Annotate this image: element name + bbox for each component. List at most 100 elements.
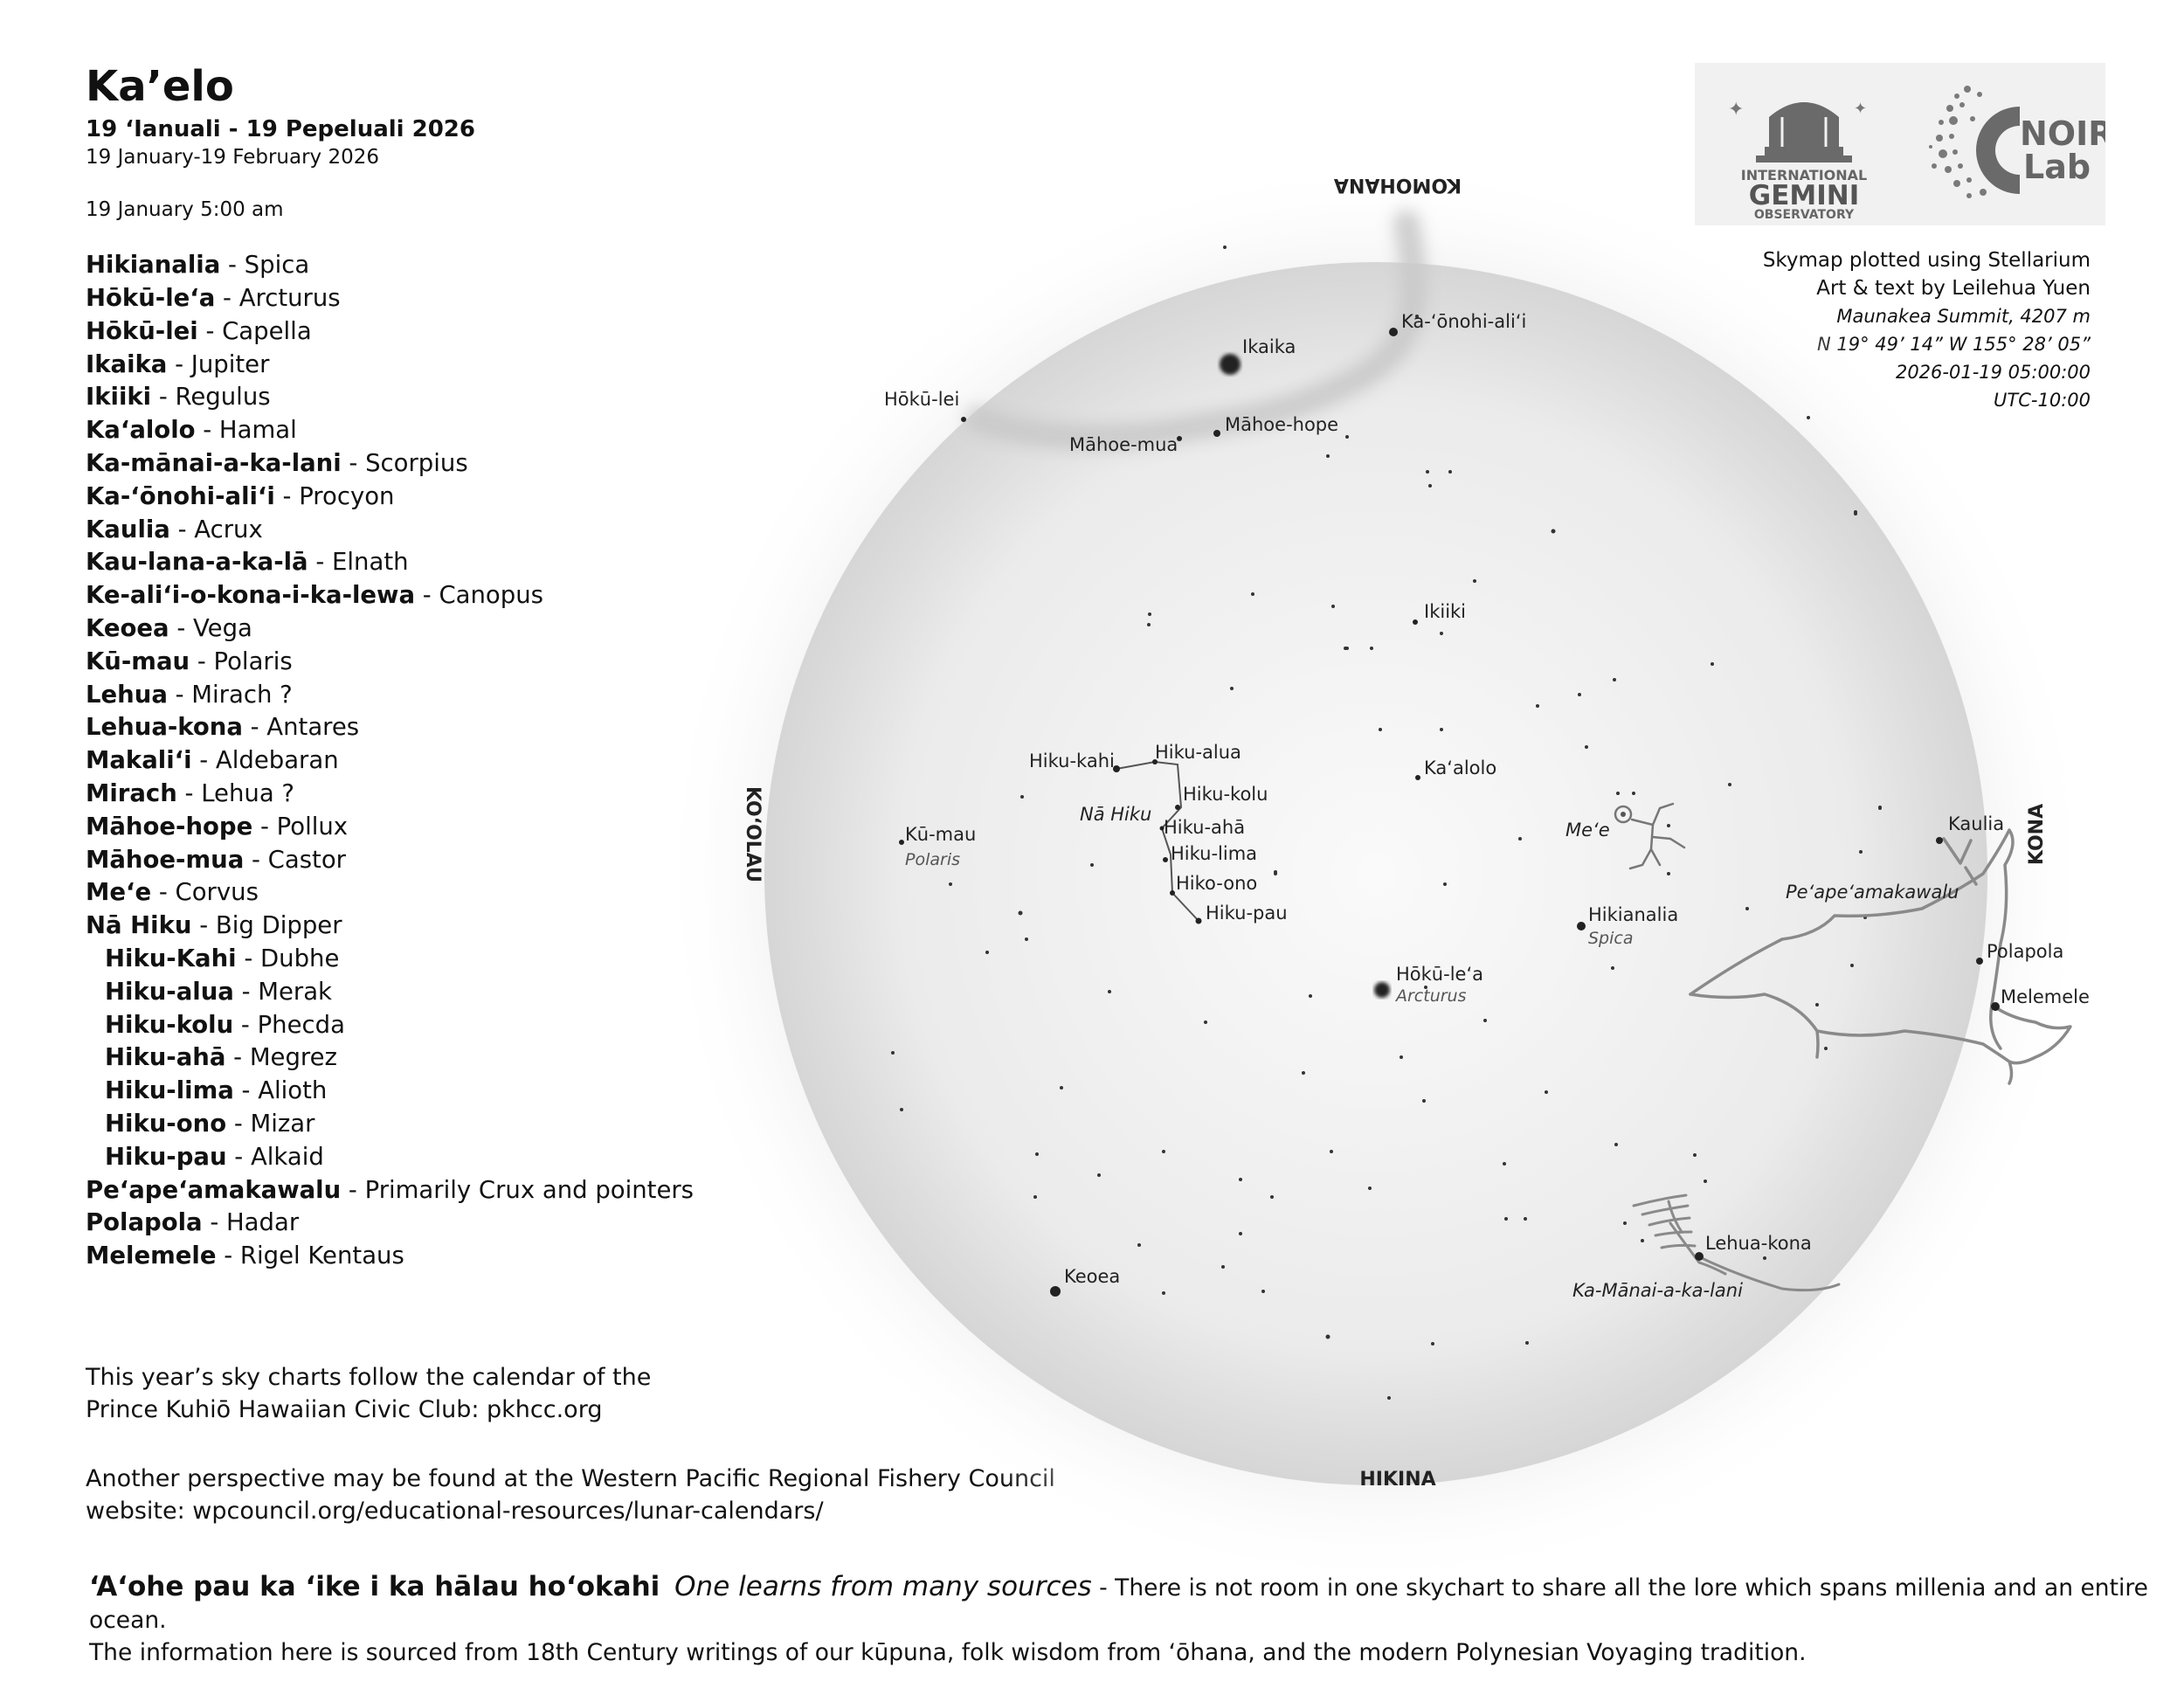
legend-row: Hiku-lima - Alioth — [105, 1076, 328, 1105]
label-hikupau: Hiku-pau — [1206, 903, 1288, 924]
legend-row: Ikiiki - Regulus — [86, 383, 271, 412]
star-melemele — [1991, 1002, 2000, 1011]
page-title: Ka’elo — [86, 62, 234, 111]
label-ikaika: Ikaika — [1242, 336, 1296, 357]
legend-row: Māhoe-hope - Pollux — [86, 812, 349, 841]
star-ikiiki — [1413, 619, 1418, 625]
label-kumau: Kū-mau — [905, 824, 976, 845]
named-stars — [899, 328, 2000, 1297]
label-hikukahi: Hiku-kahi — [1029, 751, 1115, 771]
credit-location: Maunakea Summit, 4207 m — [1836, 306, 2091, 327]
label-hikulima: Hiku-lima — [1171, 843, 1257, 864]
label-arcturus: Arcturus — [1394, 986, 1467, 1006]
label-hikoono: Hiko-ono — [1176, 873, 1257, 894]
label-keoea: Keoea — [1064, 1266, 1120, 1287]
star-mahoemua — [1177, 436, 1182, 441]
peapeamakawalu-figure — [1689, 828, 2072, 1085]
legend-row: Ka‘alolo - Hamal — [86, 416, 297, 445]
dot-swirl-icon — [1929, 86, 1987, 198]
sky-disk — [764, 262, 1987, 1485]
label-kaulia: Kaulia — [1948, 813, 2004, 834]
star-keoea — [1050, 1286, 1061, 1297]
star-hokulea — [1374, 982, 1390, 998]
label-polaris: Polaris — [905, 850, 960, 869]
label-spica: Spica — [1588, 929, 1634, 948]
star-hikuono — [1170, 890, 1175, 896]
footer: ‘A‘ohe pau ka ‘ike i ka hālau ho‘okahi O… — [89, 1571, 2151, 1669]
legend-row: Pe‘ape‘amakawalu - Primarily Crux and po… — [86, 1175, 694, 1204]
legend-row: Me‘e - Corvus — [86, 878, 259, 907]
legend-row: Hiku-ahā - Megrez — [105, 1043, 337, 1072]
star-name-legend: Hikianalia - Spica Hōkū-le‘a - Arcturus … — [86, 249, 854, 1273]
label-kaalolo: Ka‘alolo — [1424, 758, 1496, 778]
legend-row: Kū-mau - Polaris — [86, 647, 293, 675]
star-hokulei — [961, 417, 966, 422]
legend-row: Ikaika - Jupiter — [86, 349, 270, 378]
legend-row: Makali‘i - Aldebaran — [86, 746, 339, 775]
star-hikulima — [1163, 857, 1168, 862]
label-melemele: Melemele — [2001, 986, 2090, 1007]
legend-row: Hiku-alua - Merak — [105, 977, 332, 1006]
legend-row: Hōkū-le‘a - Arcturus — [86, 283, 341, 312]
label-ikiiki: Ikiiki — [1424, 601, 1466, 622]
field-stars — [891, 246, 1882, 1400]
legend-row: Melemele - Rigel Kentaus — [86, 1242, 404, 1270]
milky-way-band — [965, 210, 1427, 451]
label-hikuaha: Hiku-ahā — [1164, 817, 1245, 838]
sparkle-icon: ✦ — [1854, 100, 1867, 118]
noirlab-logo: NOIR Lab — [1929, 86, 2114, 198]
label-peapeamakawalu: Pe‘ape‘amakawalu — [1786, 882, 1959, 903]
star-kaulia — [1936, 837, 1943, 844]
proverb: ‘A‘ohe pau ka ‘ike i ka hālau ho‘okahi — [89, 1571, 660, 1602]
label-nahiku: Nā Hiku — [1080, 804, 1151, 825]
legend-row: Kau-lana-a-ka-lā - Elnath — [86, 548, 409, 577]
star-mahoehope — [1213, 430, 1220, 437]
observatory-dome-icon — [1769, 102, 1839, 149]
label-hokulea: Hōkū-le‘a — [1396, 964, 1483, 985]
mee-figure — [1614, 802, 1686, 870]
legend-row: Ke-ali‘i-o-kona-i-ka-lewa - Canopus — [86, 581, 543, 610]
logos-svg: ✦ ✦ INTERNATIONAL GEMINI OBSERVATORY NOI… — [1728, 86, 2114, 222]
left-column: Ka’elo 19 ‘Ianuali - 19 Pepeluali 2026 1… — [86, 62, 854, 1273]
label-hikualua: Hiku-alua — [1155, 742, 1241, 763]
legend-row: Hōkū-lei - Capella — [86, 316, 312, 345]
gemini-logo: ✦ ✦ INTERNATIONAL GEMINI OBSERVATORY — [1728, 99, 1867, 222]
star-hikianalia — [1577, 922, 1586, 930]
star-labels: Hōkū-lei Ikaika Ka-‘ōnohi-ali‘i Māhoe-mu… — [884, 311, 2090, 1301]
noirlab-logo-text-2: Lab — [2023, 148, 2091, 186]
legend-row: Polapola - Hadar — [86, 1208, 300, 1237]
label-mahoemua: Māhoe-mua — [1069, 434, 1178, 455]
legend-row: Māhoe-mua - Castor — [86, 845, 346, 874]
gemini-logo-text-1: INTERNATIONAL — [1741, 167, 1867, 183]
star-hikualua — [1152, 759, 1158, 764]
direction-south-label: KONA — [2026, 804, 2048, 865]
source-notes: This year’s sky charts follow the calend… — [86, 1361, 1090, 1564]
star-kaonohi — [1389, 328, 1398, 336]
gemini-logo-text-3: OBSERVATORY — [1754, 208, 1855, 222]
kamanai-figure — [1632, 1193, 1841, 1292]
noirlab-logo-text-1: NOIR — [2020, 114, 2105, 153]
date-range-english: 19 January-19 February 2026 — [86, 146, 380, 169]
label-hikukolu: Hiku-kolu — [1183, 784, 1268, 805]
date-range-hawaiian: 19 ‘Ianuali - 19 Pepeluali 2026 — [86, 116, 475, 143]
legend-row: Kaulia - Acrux — [86, 515, 263, 543]
proverb-translation: One learns from many sources — [674, 1571, 1092, 1602]
star-hikukahi — [1113, 765, 1120, 772]
legend-row: Ka-mānai-a-ka-lani - Scorpius — [86, 448, 468, 477]
credit-datetime: 2026-01-19 05:00:00 — [1895, 362, 2091, 383]
star-hikuaha — [1159, 826, 1165, 831]
chart-time: 19 January 5:00 am — [86, 198, 284, 222]
direction-west-label: KOMOHANA — [1334, 174, 1462, 196]
legend-row: Keoea - Vega — [86, 613, 252, 642]
label-polapola: Polapola — [1987, 941, 2063, 962]
legend-row: Lehua - Mirach ? — [86, 680, 293, 709]
label-lehuakona: Lehua-kona — [1705, 1233, 1812, 1254]
label-kamanai: Ka-Mānai-a-ka-lani — [1572, 1280, 1743, 1301]
label-mahoehope: Māhoe-hope — [1225, 414, 1338, 435]
star-hikupau — [1195, 917, 1202, 924]
credit-timezone: UTC-10:00 — [1994, 390, 2091, 411]
perspective-note: Another perspective may be found at the … — [86, 1465, 1055, 1525]
legend-row: Hiku-kolu - Phecda — [105, 1010, 345, 1039]
label-hokulei: Hōkū-lei — [884, 389, 959, 410]
star-hikukolu — [1175, 805, 1180, 810]
